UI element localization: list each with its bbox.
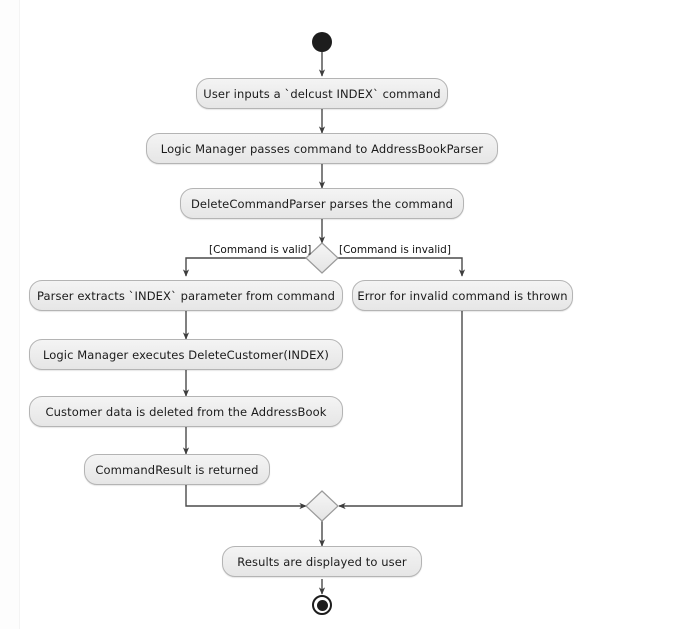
guard-command-valid: [Command is valid] [209, 244, 312, 256]
action-label: Customer data is deleted from the Addres… [45, 404, 327, 419]
guard-command-invalid: [Command is invalid] [339, 244, 451, 256]
action-label: Error for invalid command is thrown [357, 288, 568, 303]
action-label: Logic Manager passes command to AddressB… [160, 141, 484, 156]
action-user-inputs-command[interactable]: User inputs a `delcust INDEX` command [196, 78, 448, 109]
edge-a8-to-merge [185, 485, 307, 510]
action-error-invalid-command[interactable]: Error for invalid command is thrown [352, 280, 573, 311]
action-deletecommandparser-parses[interactable]: DeleteCommandParser parses the command [180, 188, 464, 219]
start-node [312, 32, 332, 52]
action-label: Results are displayed to user [237, 554, 407, 569]
action-label: Parser extracts `INDEX` parameter from c… [36, 288, 336, 303]
decision-diamond [305, 242, 339, 274]
edge-decision-invalid [337, 257, 466, 277]
action-parser-extracts-index[interactable]: Parser extracts `INDEX` parameter from c… [29, 280, 343, 311]
end-node-center [316, 599, 328, 611]
edge-decision-valid [182, 257, 307, 277]
action-label: CommandResult is returned [95, 462, 259, 477]
action-customer-data-deleted[interactable]: Customer data is deleted from the Addres… [29, 396, 343, 427]
action-label: User inputs a `delcust INDEX` command [203, 86, 441, 101]
page-edge-divider [0, 0, 20, 629]
merge-diamond [305, 490, 339, 522]
action-commandresult-returned[interactable]: CommandResult is returned [84, 454, 270, 485]
action-results-displayed[interactable]: Results are displayed to user [222, 546, 422, 577]
edge-a5-to-merge [338, 311, 463, 510]
action-logic-manager-executes-delete[interactable]: Logic Manager executes DeleteCustomer(IN… [29, 339, 343, 370]
action-logic-manager-passes-command[interactable]: Logic Manager passes command to AddressB… [146, 133, 498, 164]
action-label: Logic Manager executes DeleteCustomer(IN… [42, 347, 330, 362]
action-label: DeleteCommandParser parses the command [190, 196, 454, 211]
